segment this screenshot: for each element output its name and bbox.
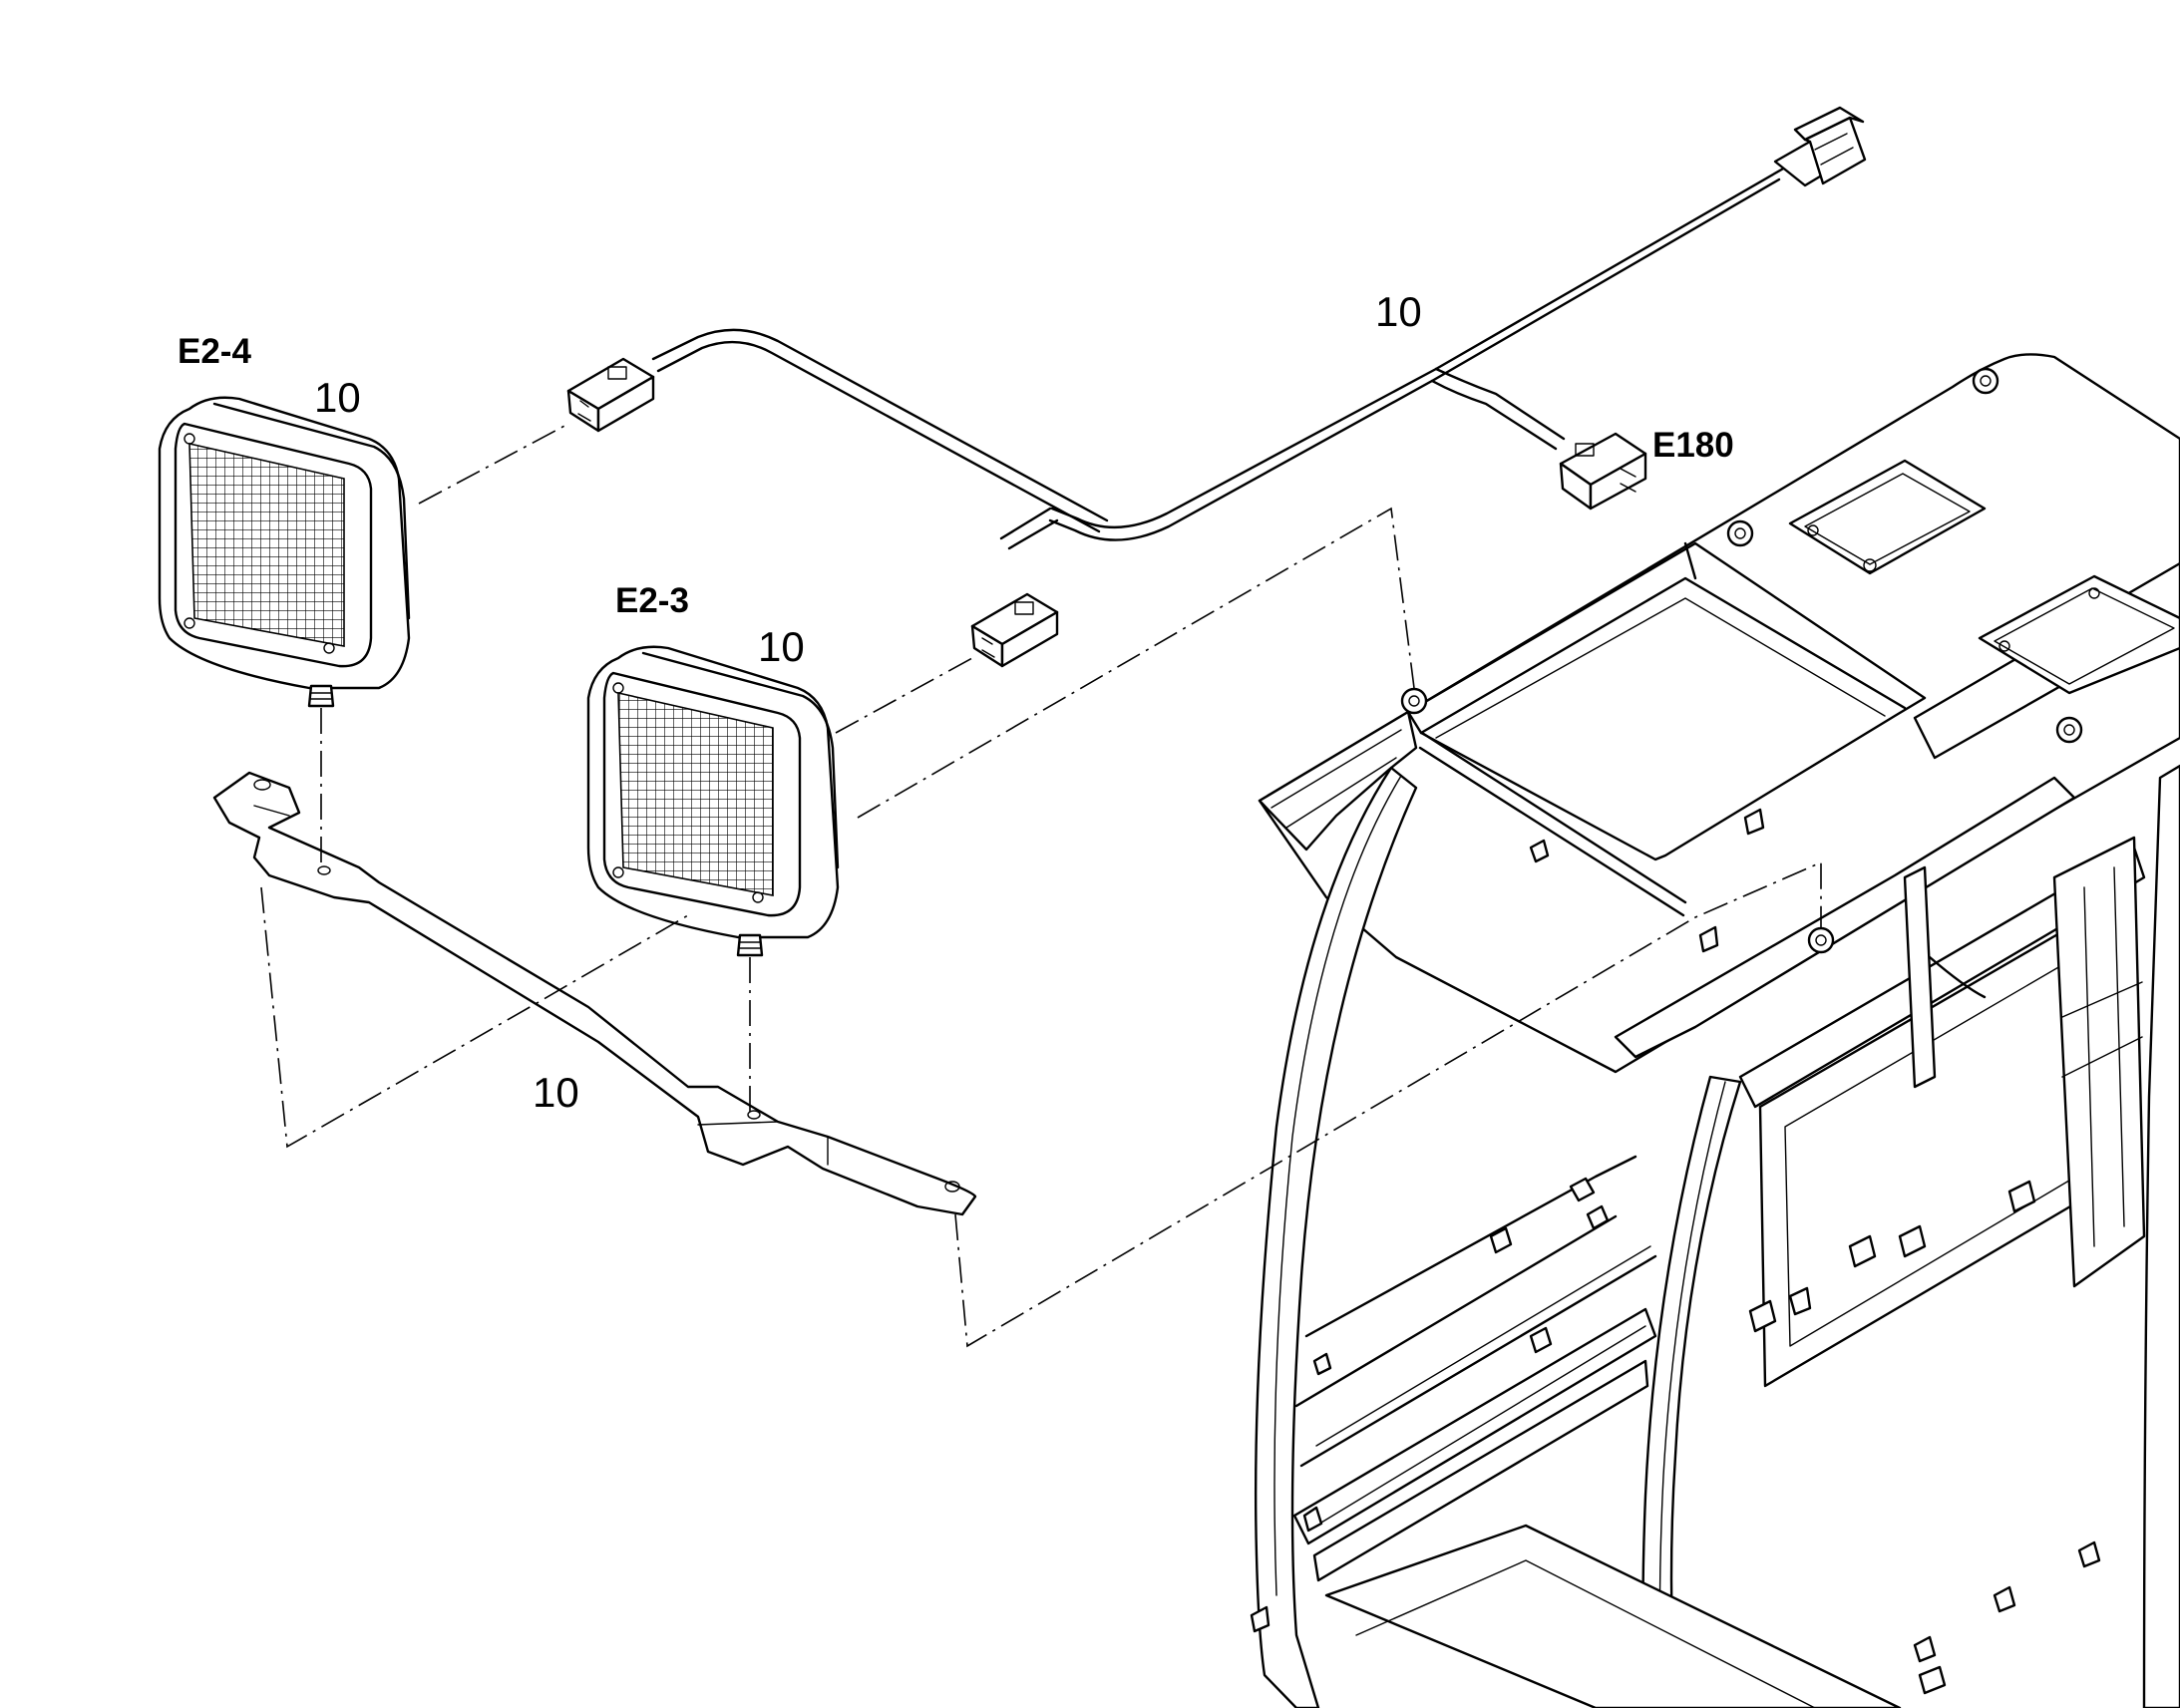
callout-lamp-left-item: 10 — [314, 374, 361, 421]
callout-lamp-center-ref: E2-3 — [615, 581, 689, 620]
callout-lamp-left-ref: E2-4 — [178, 332, 251, 371]
lamp-mounting-bracket — [212, 771, 977, 1216]
work-lamp-e2-4 — [158, 396, 411, 708]
callout-bracket-item: 10 — [533, 1069, 579, 1116]
assembly-leader-lines — [260, 423, 1822, 1348]
callout-harness-connector-ref: E180 — [1652, 426, 1734, 465]
operator-cab-structure — [1250, 353, 2180, 1708]
harness-end-connector — [1773, 106, 1867, 187]
callout-harness-item: 10 — [1375, 288, 1422, 335]
harness-connector-e2-3 — [970, 592, 1059, 668]
callout-lamp-center-item: 10 — [758, 623, 805, 670]
callout-labels: E2-4 10 E2-3 10 10 E180 10 — [178, 288, 1734, 1116]
harness-connector-e2-4 — [566, 357, 655, 433]
work-lamp-e2-3 — [586, 645, 840, 957]
harness-connector-e180 — [1559, 432, 1647, 511]
wiring-harness — [651, 166, 1787, 550]
